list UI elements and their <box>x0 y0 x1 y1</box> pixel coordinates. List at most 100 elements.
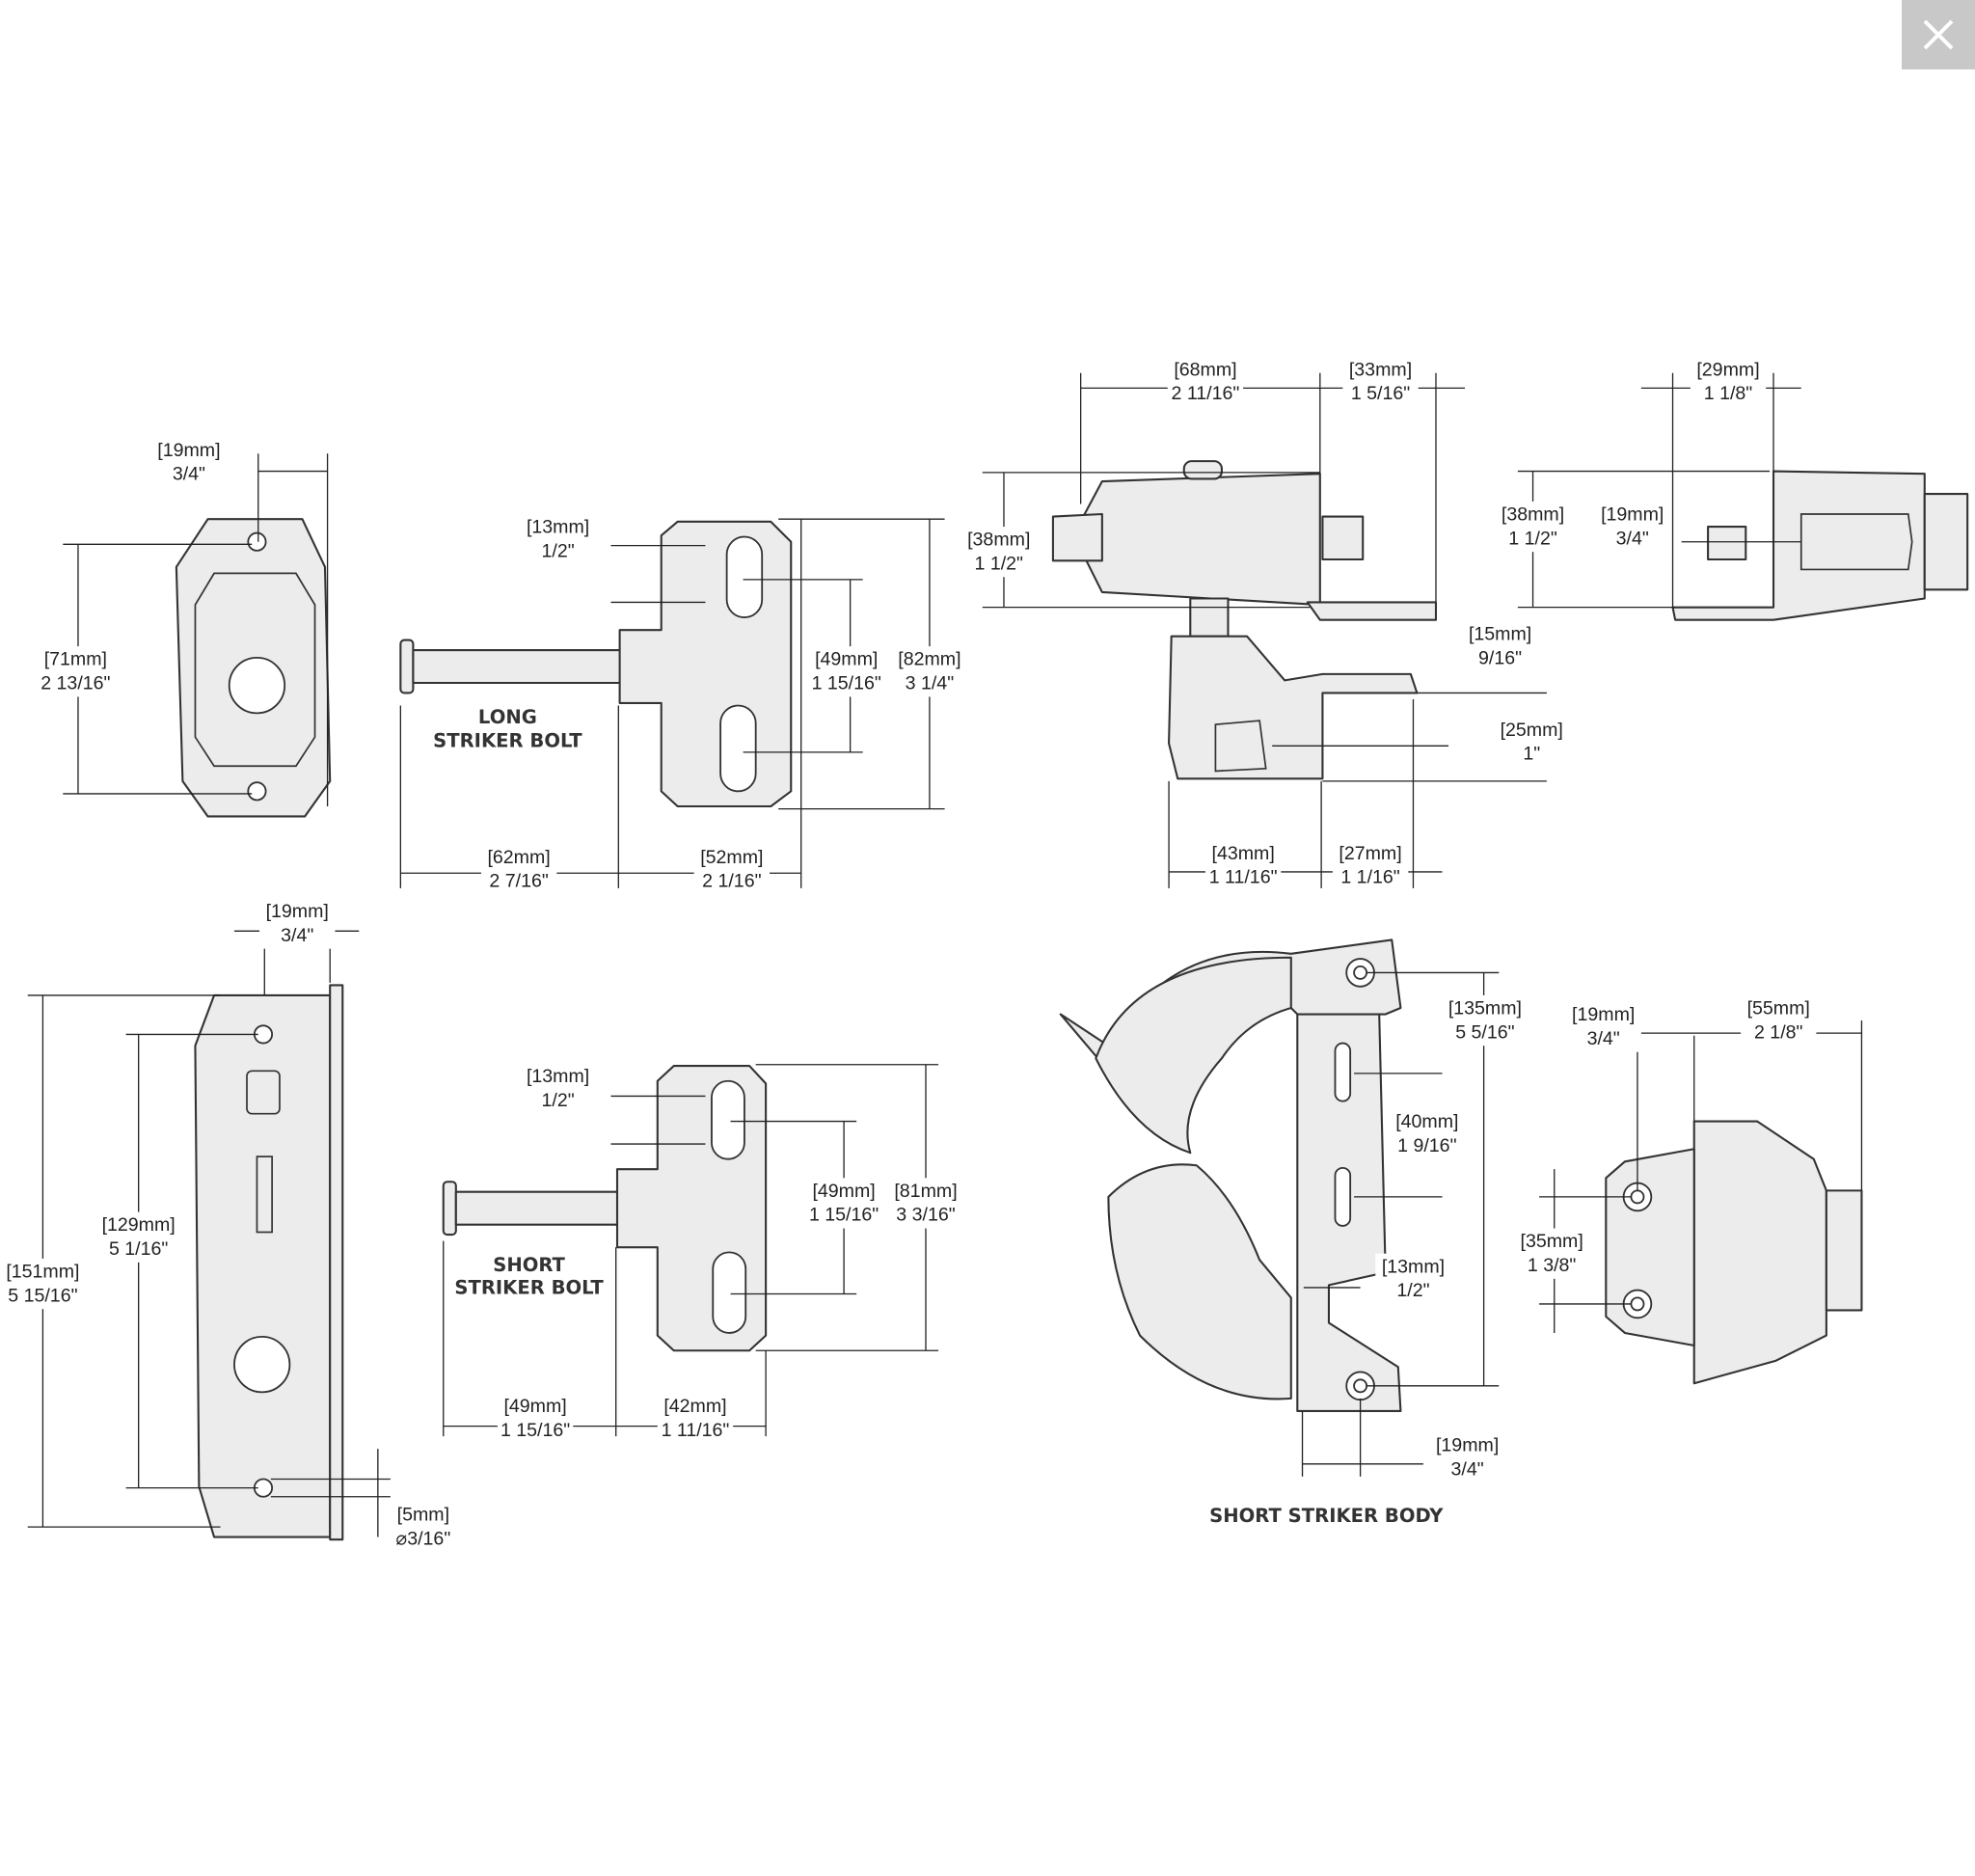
dimension-mm: [25mm] <box>1501 720 1563 741</box>
dimension-inch: 2 7/16" <box>489 871 548 892</box>
dimension-label-bg <box>891 646 968 697</box>
dimension-inch: 1 1/2" <box>1508 528 1557 549</box>
dimension-mm: [49mm] <box>812 1181 875 1202</box>
keyhole-icon <box>233 1335 291 1394</box>
dimension-inch: 1 1/16" <box>1340 867 1399 888</box>
dimension-labels: [19mm]3/4"[71mm]2 13/16"[13mm]1/2"[49mm]… <box>5 356 1817 1553</box>
dimension-label-bg <box>960 527 1037 578</box>
dimension-label-bg <box>1447 994 1524 1047</box>
dimension-inch: 2 13/16" <box>41 673 110 694</box>
dimension-inch: 1/2" <box>542 540 575 561</box>
dimension-label-bg <box>100 1211 176 1263</box>
latch-side-view <box>982 372 1547 888</box>
dimension-mm: [13mm] <box>527 1066 589 1087</box>
dimension-label-bg <box>1690 356 1767 407</box>
dimension-label-bg <box>1513 1228 1590 1279</box>
dimension-mm: [55mm] <box>1747 998 1810 1020</box>
dimension-label-bg <box>1494 717 1570 768</box>
dimension-label-bg <box>259 898 336 949</box>
dimension-mm: [52mm] <box>700 847 763 868</box>
dimension-label-bg <box>887 1178 964 1229</box>
dimension-label-bg <box>1741 994 1817 1047</box>
dimension-inch: 3/4" <box>173 464 205 485</box>
dimension-mm: [19mm] <box>157 440 220 461</box>
dimension-label-bg <box>1389 1108 1466 1159</box>
dimension-inch: 1/2" <box>542 1090 575 1111</box>
dimension-label-bg <box>480 844 557 895</box>
dimension-mm: [19mm] <box>1436 1435 1499 1456</box>
dimension-inch: 1" <box>1523 744 1540 765</box>
dimension-inch: 5 15/16" <box>8 1285 77 1306</box>
dimension-label-bg <box>1594 501 1670 553</box>
dimension-mm: [42mm] <box>663 1396 726 1417</box>
dimension-inch: 1/2" <box>1396 1280 1429 1301</box>
dimension-inch: 3/4" <box>1587 1028 1620 1049</box>
dimension-inch: 3/4" <box>1451 1459 1484 1481</box>
dimension-label-bg <box>1204 840 1282 891</box>
dimension-mm: [38mm] <box>967 530 1030 551</box>
dimension-mm: [68mm] <box>1174 359 1236 380</box>
dimension-mm: [19mm] <box>1601 504 1664 526</box>
dimension-label-bg <box>520 1063 596 1114</box>
dimension-inch: 1 9/16" <box>1397 1135 1456 1156</box>
dimension-inch: 3/4" <box>1616 528 1649 549</box>
dimension-label-bg <box>1462 621 1538 672</box>
dimension-label-bg <box>805 1178 882 1229</box>
dimension-label-bg <box>657 1393 734 1444</box>
short-striker-body-view <box>1059 938 1500 1477</box>
dimension-inch: 1 5/16" <box>1351 383 1410 404</box>
dimension-label-bg <box>497 1393 574 1444</box>
dimension-label-bg <box>1495 501 1571 553</box>
dimension-mm: [49mm] <box>815 649 878 670</box>
long-striker-bolt-view <box>399 518 945 888</box>
dimension-mm: [151mm] <box>6 1261 79 1282</box>
dimension-label-bg <box>38 646 114 697</box>
latch-end-view <box>1517 372 1969 621</box>
dimension-inch: 1 11/16" <box>662 1420 730 1441</box>
dimension-inch: 3 3/16" <box>896 1205 955 1226</box>
dimension-inch: 2 11/16" <box>1172 383 1240 404</box>
lock-body-view <box>27 919 391 1541</box>
dimension-mm: [62mm] <box>487 847 550 868</box>
dimension-label-bg <box>693 844 771 895</box>
dimension-inch: 5 1/16" <box>109 1238 168 1260</box>
dimension-inch: ⌀3/16" <box>395 1528 450 1549</box>
dimension-inch: 3 1/4" <box>906 673 955 694</box>
dimension-mm: [5mm] <box>397 1505 449 1526</box>
dimension-mm: [71mm] <box>44 649 107 670</box>
dimension-mm: [40mm] <box>1395 1111 1458 1132</box>
dimension-mm: [43mm] <box>1212 843 1275 864</box>
lock-front-view <box>63 453 332 818</box>
dimension-mm: [13mm] <box>1382 1256 1445 1277</box>
dimension-label-bg <box>5 1258 81 1310</box>
dimension-mm: [27mm] <box>1339 843 1401 864</box>
dimension-inch: 1 15/16" <box>809 1205 879 1226</box>
dimension-mm: [49mm] <box>503 1396 566 1417</box>
keyhole-icon <box>228 656 286 715</box>
dimension-mm: [15mm] <box>1469 624 1531 645</box>
dimension-mm: [38mm] <box>1502 504 1564 526</box>
dimension-mm: [81mm] <box>894 1181 957 1202</box>
short-bolt-caption-line2: STRIKER BOLT <box>454 1276 604 1298</box>
striker-body-end-view <box>1539 1020 1863 1385</box>
dimension-label-bg <box>1565 1001 1641 1052</box>
long-bolt-caption-line1: LONG <box>478 706 537 728</box>
dimension-inch: 3/4" <box>281 925 313 946</box>
dimension-mm: [135mm] <box>1448 998 1522 1020</box>
dimension-mm: [19mm] <box>266 901 329 922</box>
close-button[interactable] <box>1902 0 1975 69</box>
dimension-mm: [33mm] <box>1349 359 1412 380</box>
dimension-label-bg <box>808 646 884 697</box>
dimension-inch: 2 1/16" <box>702 871 761 892</box>
dimension-mm: [13mm] <box>527 517 589 538</box>
dimension-mm: [35mm] <box>1521 1231 1583 1252</box>
dimension-label-bg <box>1167 356 1244 407</box>
dimension-inch: 1 3/8" <box>1528 1255 1577 1276</box>
dimension-inch: 1 1/2" <box>975 553 1024 574</box>
dimension-label-bg <box>1342 356 1419 407</box>
dimension-inch: 1 1/8" <box>1704 383 1753 404</box>
long-bolt-caption-line2: STRIKER BOLT <box>433 730 582 752</box>
close-icon <box>1923 19 1954 50</box>
dimension-inch: 1 15/16" <box>812 673 881 694</box>
